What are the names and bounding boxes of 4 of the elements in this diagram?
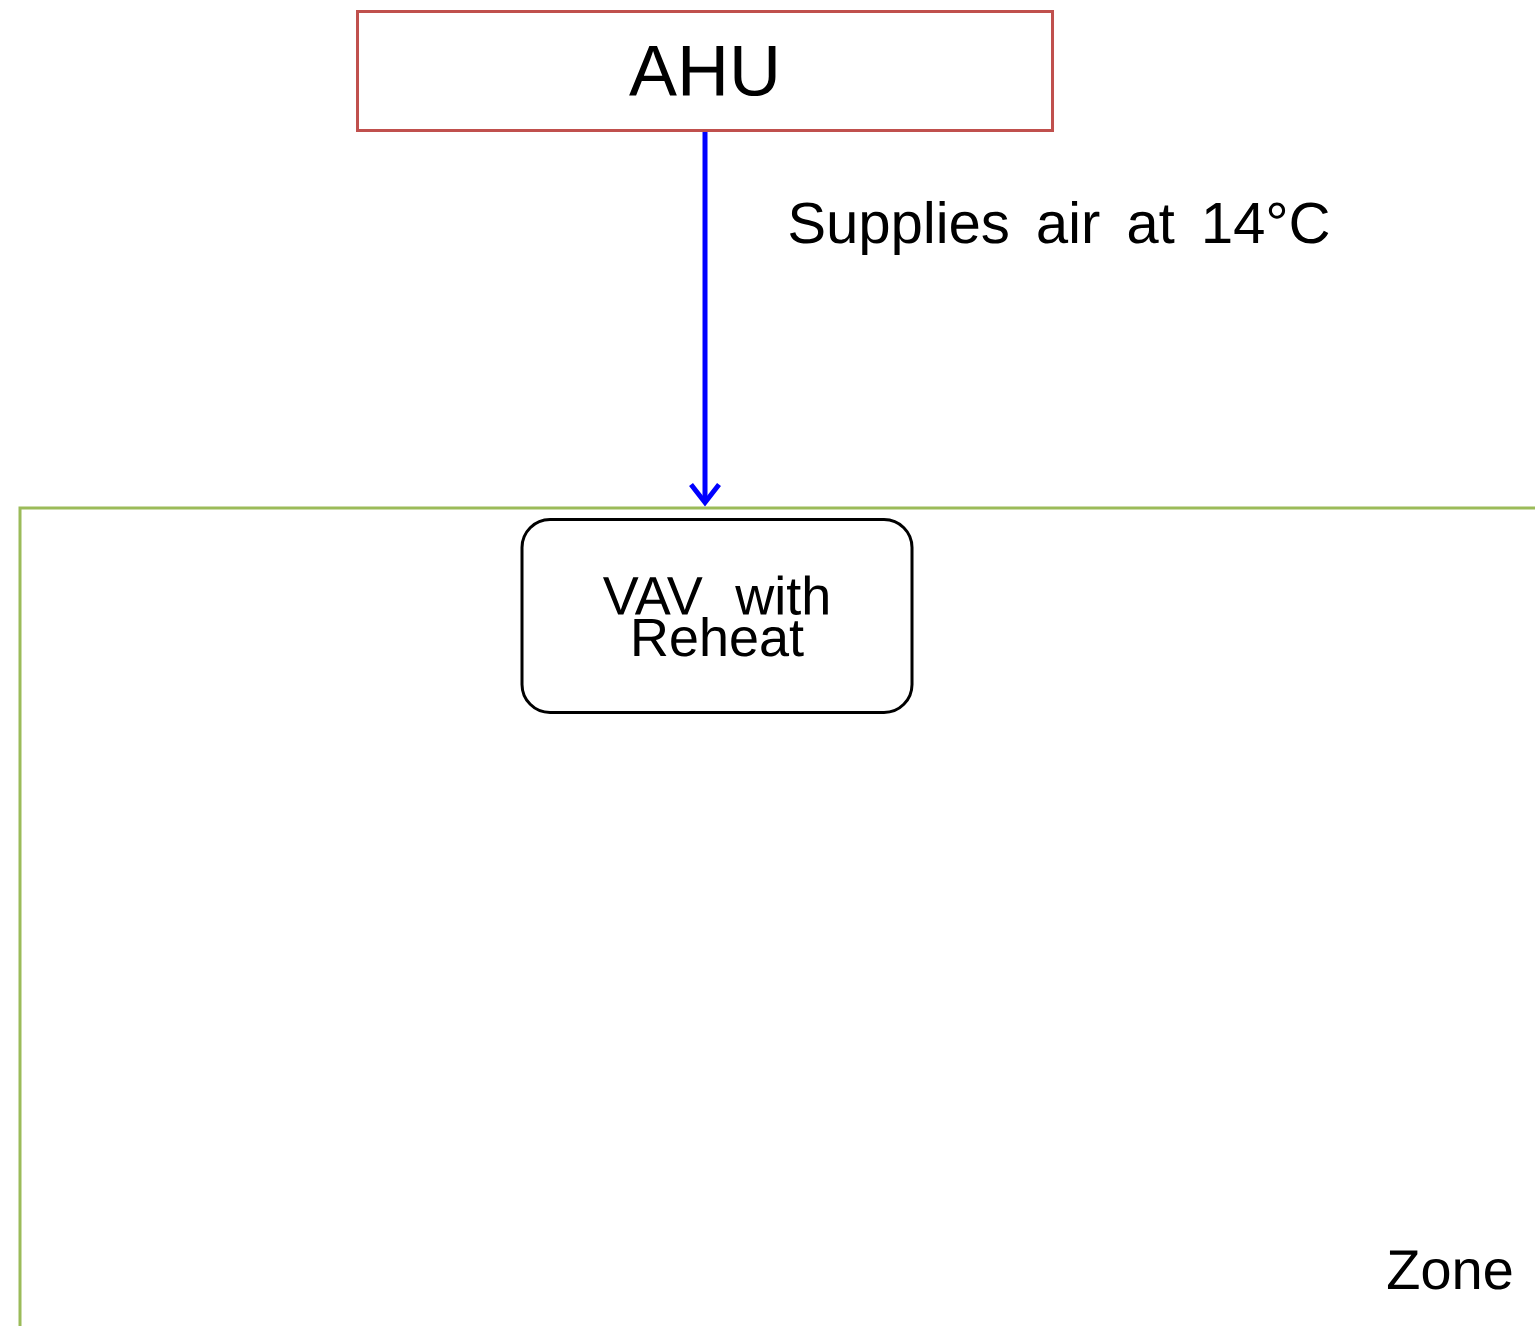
edge-label: Supplies air at 14°C [785, 198, 1333, 258]
arrow [689, 132, 721, 507]
terminal-box: VAV with Reheat [520, 518, 914, 714]
unit-box: AHU [356, 10, 1054, 132]
